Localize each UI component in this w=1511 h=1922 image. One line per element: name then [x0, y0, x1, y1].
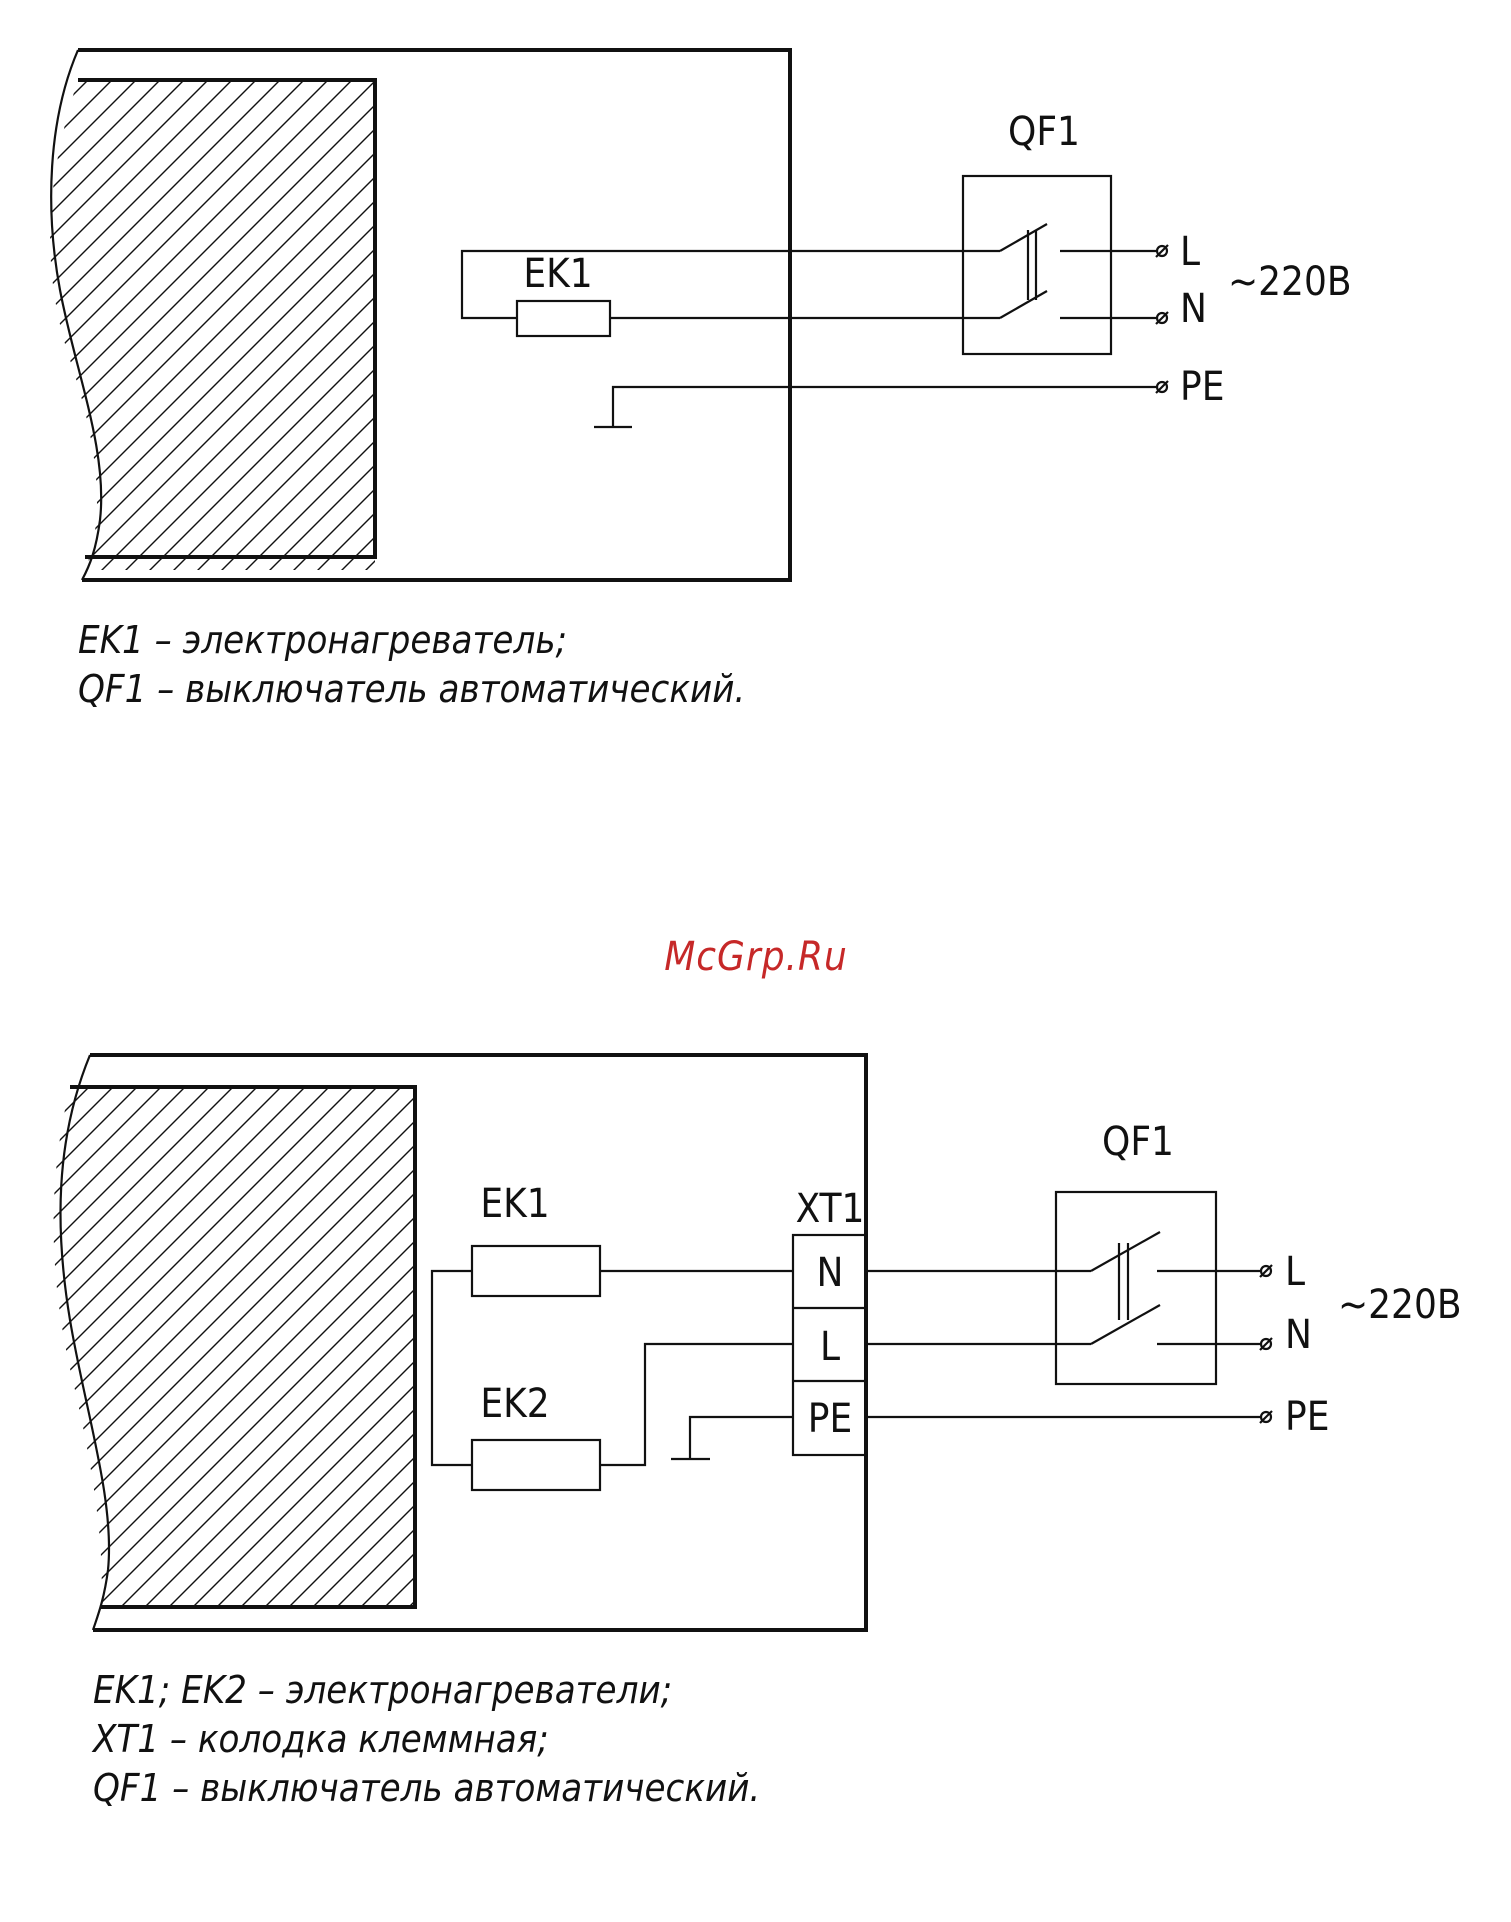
diagram-1: EK1 QF1 L N PE ~220В EK1 – электронагрев… — [30, 50, 1352, 711]
label-ek2: EK2 — [480, 1381, 549, 1427]
label-xt1: XT1 — [796, 1186, 865, 1232]
breaker-qf1-1 — [963, 176, 1157, 354]
terminals-1 — [1156, 245, 1168, 393]
label-ek1: EK1 — [480, 1181, 549, 1227]
label-l-2: L — [1285, 1249, 1305, 1295]
label-xt1-l: L — [820, 1324, 840, 1370]
label-l-1: L — [1180, 229, 1200, 275]
legend-2-line-3: QF1 – выключатель автоматический. — [93, 1766, 760, 1810]
label-pe-1: PE — [1180, 364, 1224, 410]
heating-body-hatched-1 — [30, 80, 375, 570]
label-voltage-2: ~220В — [1338, 1282, 1462, 1328]
label-qf1: QF1 — [1102, 1119, 1174, 1165]
label-xt1-pe: PE — [808, 1396, 852, 1442]
label-n-1: N — [1180, 286, 1207, 332]
legend-2-line-1: EK1; EK2 – электронагреватели; — [93, 1668, 672, 1712]
terminals-2 — [1260, 1265, 1272, 1423]
label-xt1-n: N — [817, 1250, 844, 1296]
legend-2-line-2: XT1 – колодка клеммная; — [91, 1717, 549, 1761]
legend-1-line-2: QF1 – выключатель автоматический. — [78, 667, 745, 711]
resistor-ek1 — [517, 301, 610, 336]
label-ek1: EK1 — [523, 251, 592, 297]
label-pe-2: PE — [1285, 1394, 1329, 1440]
watermark-text: McGrp.Ru — [664, 934, 848, 980]
legend-1-line-1: EK1 – электронагреватель; — [78, 618, 567, 662]
heating-body-hatched-2 — [40, 1087, 415, 1607]
label-n-2: N — [1285, 1312, 1312, 1358]
label-voltage-1: ~220В — [1228, 259, 1352, 305]
resistor-ek1 — [472, 1246, 600, 1296]
resistor-ek2 — [472, 1440, 600, 1490]
breaker-qf1-2 — [1056, 1192, 1262, 1384]
label-qf1: QF1 — [1008, 109, 1080, 155]
diagram-2: EK1 EK2 XT1 N L PE QF1 — [40, 1055, 1462, 1810]
